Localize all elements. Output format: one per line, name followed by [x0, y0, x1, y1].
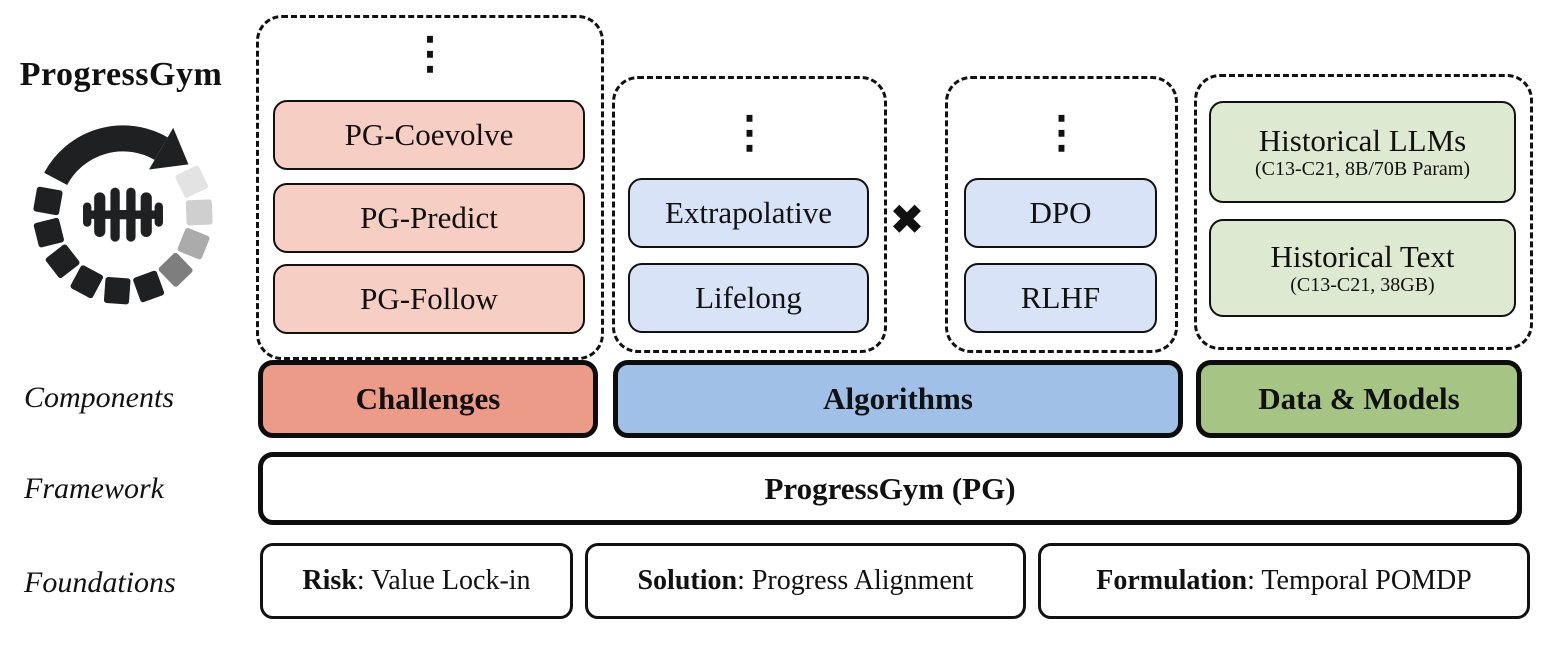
challenges-group: ⋮ PG-Coevolve PG-Predict PG-Follow — [256, 15, 604, 360]
more-items-ellipsis-icon: ⋮ — [1039, 108, 1084, 157]
foundation-risk-box: Risk: Value Lock-in — [260, 543, 573, 619]
historical-text-subtitle: (C13-C21, 38GB) — [1290, 274, 1435, 297]
foundation-solution-text: : Progress Alignment — [737, 565, 974, 596]
challenge-item-pg-coevolve: PG-Coevolve — [273, 100, 585, 170]
historical-llms-title: Historical LLMs — [1258, 122, 1467, 158]
algorithm-base-rlhf: RLHF — [964, 263, 1157, 333]
algorithm-type-lifelong: Lifelong — [628, 263, 869, 333]
foundations-row-label: Foundations — [24, 566, 176, 599]
framework-row-label: Framework — [24, 472, 164, 505]
foundation-risk-term: Risk — [302, 565, 357, 596]
algorithm-bases-group: ⋮ DPO RLHF — [945, 76, 1178, 353]
challenge-item-pg-follow: PG-Follow — [273, 264, 585, 334]
algorithm-base-dpo: DPO — [964, 178, 1157, 248]
foundation-formulation-box: Formulation: Temporal POMDP — [1038, 543, 1530, 619]
challenge-item-pg-predict: PG-Predict — [273, 183, 585, 253]
components-challenges-box: Challenges — [258, 360, 598, 438]
dumbbell-icon — [83, 187, 163, 242]
algorithm-types-group: ⋮ Extrapolative Lifelong — [612, 76, 887, 353]
progressgym-logo-icon — [30, 108, 216, 312]
foundation-solution-term: Solution — [637, 565, 738, 596]
data-models-group: Historical LLMs (C13-C21, 8B/70B Param) … — [1194, 74, 1533, 350]
components-algorithms-box: Algorithms — [613, 360, 1183, 438]
components-data-models-box: Data & Models — [1196, 360, 1522, 438]
brand-title: ProgressGym — [19, 56, 223, 93]
historical-llms-subtitle: (C13-C21, 8B/70B Param) — [1255, 158, 1470, 181]
framework-progressgym-box: ProgressGym (PG) — [258, 452, 1522, 525]
components-row-label: Components — [24, 381, 174, 414]
circular-progress-arrow-dumbbell-icon — [33, 125, 213, 305]
cross-multiply-icon: ✖ — [889, 194, 925, 244]
algorithm-type-extrapolative: Extrapolative — [628, 178, 869, 248]
foundation-formulation-term: Formulation — [1096, 565, 1248, 596]
foundation-risk-text: : Value Lock-in — [356, 565, 531, 596]
more-items-ellipsis-icon: ⋮ — [408, 29, 452, 78]
historical-text-title: Historical Text — [1270, 238, 1455, 274]
historical-llms-box: Historical LLMs (C13-C21, 8B/70B Param) — [1209, 101, 1516, 203]
foundation-solution-box: Solution: Progress Alignment — [585, 543, 1026, 619]
historical-text-box: Historical Text (C13-C21, 38GB) — [1209, 219, 1516, 317]
more-items-ellipsis-icon: ⋮ — [727, 108, 772, 157]
foundation-formulation-text: : Temporal POMDP — [1247, 565, 1472, 596]
